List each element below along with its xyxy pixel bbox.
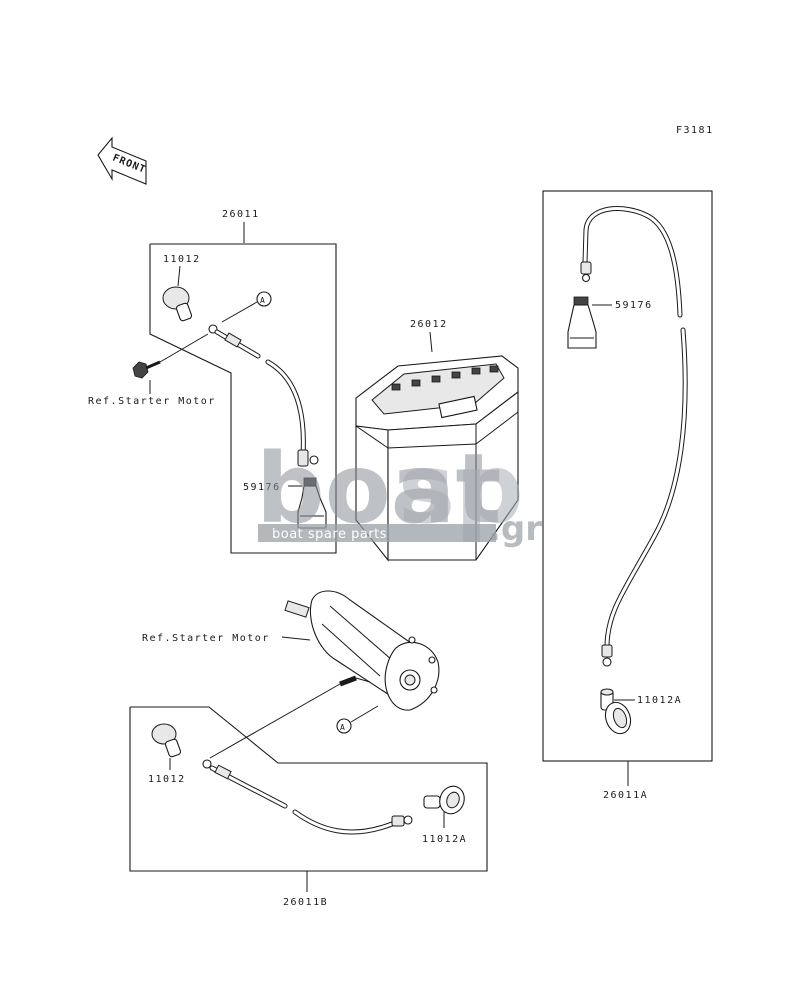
- part-label-cap-a-right: 11012A: [637, 695, 682, 706]
- part-label-cable-b: 26011B: [283, 897, 328, 908]
- callout-a-top: [256, 291, 272, 307]
- terminal-cap-11012-bottom: [151, 723, 182, 758]
- callout-a-bottom: [336, 718, 352, 734]
- group-cable-26011: 26011 11012 Ref.Starter Motor A: [88, 209, 337, 554]
- part-label-cable-a: 26011A: [603, 790, 648, 801]
- battery-26012: 26012: [355, 319, 519, 562]
- svg-text:A: A: [340, 723, 345, 732]
- part-label-cable-main: 26011: [222, 209, 260, 220]
- ref-note-top: Ref.Starter Motor: [88, 396, 216, 407]
- watermark-logo: boat sp .gr boat spare parts: [256, 433, 542, 549]
- group-cable-26011a: 26011A 59176 11012A: [542, 190, 713, 801]
- battery-cable-26011a: [580, 206, 688, 667]
- part-label-cap-a-bottom: 11012A: [422, 834, 467, 845]
- front-arrow-icon: FRONT: [97, 136, 148, 185]
- group-box-26011a: [542, 190, 713, 762]
- rubber-boot-59176-right: [567, 296, 597, 349]
- part-label-boot-right: 59176: [615, 300, 653, 311]
- battery-cable-26011b: [202, 759, 413, 835]
- terminal-cap-11012a-bottom: [423, 785, 465, 815]
- bolt: [132, 360, 161, 379]
- part-label-battery: 26012: [410, 319, 448, 330]
- part-label-cap-bottom: 11012: [148, 774, 186, 785]
- group-cable-26011b: 26011B 11012 11012A: [129, 683, 488, 908]
- part-label-cap-top: 11012: [163, 254, 201, 265]
- group-box-26011: [149, 243, 337, 554]
- battery-cable-26011: [208, 324, 319, 467]
- watermark-suffix: .gr: [488, 509, 542, 549]
- ref-note-motor: Ref.Starter Motor: [142, 633, 270, 644]
- terminal-cap-11012: [162, 286, 193, 322]
- watermark-tagline: boat spare parts: [272, 527, 387, 542]
- group-box-26011b: [129, 706, 488, 872]
- figure-code: F3181: [676, 125, 714, 136]
- part-label-boot-left: 59176: [243, 482, 281, 493]
- starter-motor: Ref.Starter Motor A: [142, 590, 440, 734]
- svg-text:A: A: [260, 296, 265, 305]
- terminal-cap-11012a-right: [600, 688, 632, 735]
